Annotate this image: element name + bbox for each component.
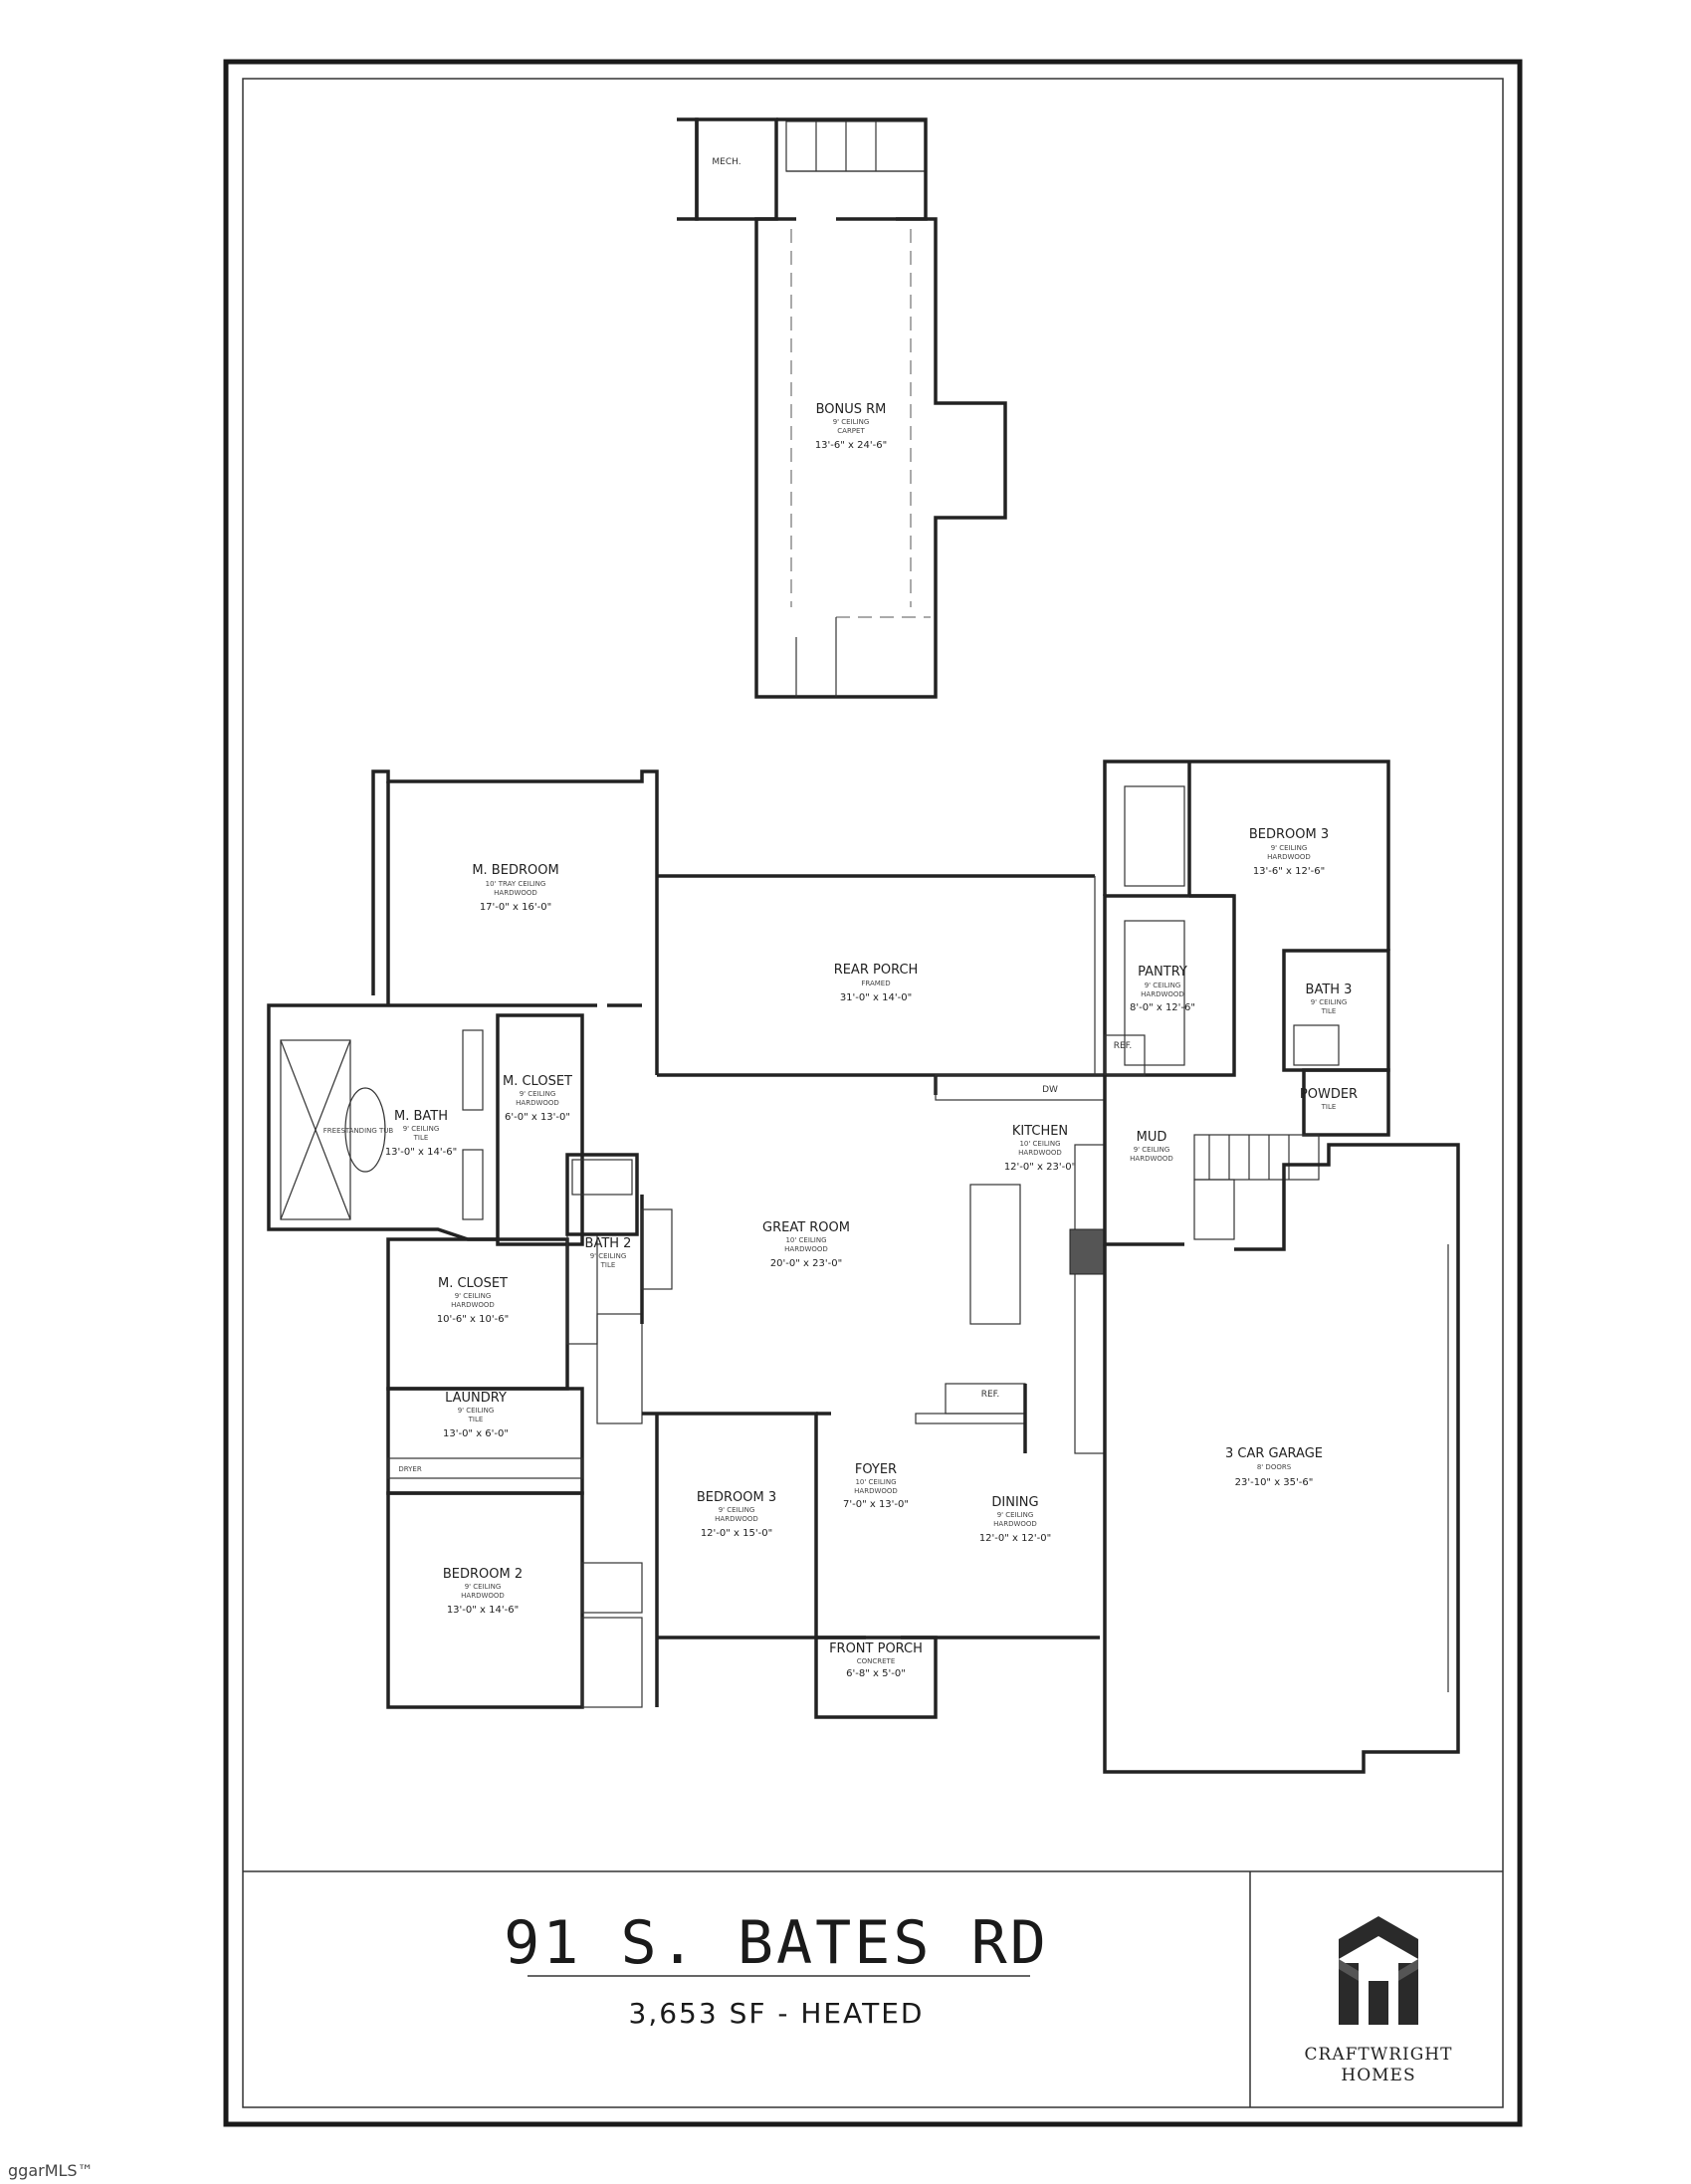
title-block: 91 S. BATES RD 3,653 SF - HEATED — [504, 1908, 1049, 2030]
front-porch-name: FRONT PORCH — [829, 1641, 923, 1656]
bedroom3-top-ceiling: 9' CEILING — [1271, 844, 1308, 852]
bath3-floor: TILE — [1321, 1007, 1337, 1015]
dining-ceiling: 9' CEILING — [997, 1511, 1034, 1519]
m-closet-low-ceiling: 9' CEILING — [455, 1292, 492, 1300]
m-bedroom-dims: 17'-0" x 16'-0" — [480, 902, 551, 913]
bedroom3-low-name: BEDROOM 3 — [697, 1490, 776, 1505]
powder-floor: TILE — [1321, 1103, 1337, 1111]
brand-name-line1: CRAFTWRIGHT — [1305, 2045, 1453, 2065]
kitchen-dims: 12'-0" x 23'-0" — [1004, 1162, 1076, 1173]
m-bedroom-floor: HARDWOOD — [494, 889, 537, 897]
kitchen-name: KITCHEN — [1012, 1124, 1068, 1139]
m-closet-top-name: M. CLOSET — [503, 1074, 572, 1089]
sheet-inner-border — [242, 78, 1504, 2108]
bedroom3-low-dims: 12'-0" x 15'-0" — [701, 1528, 772, 1539]
mech-room — [695, 117, 778, 221]
bedroom2-dims: 13'-0" x 14'-6" — [447, 1605, 519, 1616]
bonus-room-ceiling: 9' CEILING — [833, 418, 870, 426]
great-room-floor: HARDWOOD — [784, 1245, 828, 1253]
upper-floor — [677, 117, 1007, 699]
front-porch-dims: 6'-8" x 5'-0" — [846, 1668, 906, 1679]
rear-porch-dims: 31'-0" x 14'-0" — [840, 992, 912, 1003]
m-closet-low-dims: 10'-6" x 10'-6" — [437, 1314, 509, 1325]
bedroom3-top-floor: HARDWOOD — [1267, 853, 1311, 861]
dining-name: DINING — [991, 1495, 1038, 1510]
m-bedroom-name: M. BEDROOM — [472, 863, 558, 878]
pantry-ceiling: 9' CEILING — [1145, 982, 1181, 989]
bonus-room-dims: 13'-6" x 24'-6" — [815, 440, 887, 451]
m-bath-floor: TILE — [413, 1134, 429, 1142]
m-closet-low-name: M. CLOSET — [438, 1276, 508, 1291]
m-bath-name: M. BATH — [394, 1109, 448, 1124]
pantry-ref-label: REF. — [1114, 1041, 1133, 1051]
mud-floor: HARDWOOD — [1130, 1155, 1173, 1163]
mud-ceiling: 9' CEILING — [1134, 1146, 1170, 1154]
bedroom3-top-name: BEDROOM 3 — [1249, 827, 1329, 842]
bath3-ceiling: 9' CEILING — [1311, 998, 1348, 1006]
bonus-room-floor: CARPET — [837, 427, 865, 435]
garage-doors: 8' DOORS — [1257, 1463, 1292, 1471]
rear-porch-name: REAR PORCH — [834, 963, 919, 978]
m-bath-dims: 13'-0" x 14'-6" — [385, 1147, 457, 1158]
kitchen-ceiling: 10' CEILING — [1019, 1140, 1060, 1148]
pantry-floor: HARDWOOD — [1141, 990, 1184, 998]
mud-name: MUD — [1137, 1130, 1167, 1145]
laundry-floor: TILE — [468, 1416, 484, 1423]
bonus-room-walls — [754, 217, 1007, 699]
foyer-ceiling: 10' CEILING — [855, 1478, 896, 1486]
dining-dims: 12'-0" x 12'-0" — [979, 1533, 1051, 1544]
stair-landing — [785, 120, 927, 172]
m-closet-top-floor: HARDWOOD — [516, 1099, 559, 1107]
great-room-ceiling: 10' CEILING — [785, 1236, 826, 1244]
powder-name: POWDER — [1300, 1087, 1358, 1102]
garage-dims: 23'-10" x 35'-6" — [1235, 1477, 1314, 1488]
m-closet-low-floor: HARDWOOD — [451, 1301, 495, 1309]
bath3-name: BATH 3 — [1306, 983, 1353, 997]
bath2-name: BATH 2 — [585, 1236, 632, 1251]
dining-floor: HARDWOOD — [993, 1520, 1037, 1528]
rear-porch-floor: FRAMED — [861, 980, 890, 987]
bonus-room-name: BONUS RM — [816, 402, 887, 417]
laundry-dims: 13'-0" x 6'-0" — [443, 1428, 509, 1439]
mech-label: MECH. — [712, 157, 740, 167]
laundry-name: LAUNDRY — [445, 1391, 507, 1406]
kitchen-ref-label: REF. — [981, 1390, 1000, 1400]
dryer-label: DRYER — [398, 1465, 422, 1473]
foyer-floor: HARDWOOD — [854, 1487, 898, 1495]
great-room-dims: 20'-0" x 23'-0" — [770, 1258, 842, 1269]
m-bedroom-ceiling: 10' TRAY CEILING — [486, 880, 546, 888]
kitchen-floor: HARDWOOD — [1018, 1149, 1062, 1157]
foyer-name: FOYER — [855, 1462, 897, 1477]
dishwasher-label: DW — [1042, 1085, 1058, 1095]
room-labels: MECH. BONUS RM 9' CEILING CARPET 13'-6" … — [323, 157, 1358, 1679]
bedroom3-top-dims: 13'-6" x 12'-6" — [1253, 866, 1325, 877]
m-closet-top-ceiling: 9' CEILING — [520, 1090, 556, 1098]
heated-sf-label: 3,653 SF - HEATED — [629, 1997, 925, 2030]
foyer-dims: 7'-0" x 13'-0" — [843, 1499, 909, 1510]
mls-watermark: ggarMLS™ — [8, 2161, 94, 2180]
pantry-dims: 8'-0" x 12'-6" — [1130, 1002, 1195, 1013]
brand-name-line2: HOMES — [1341, 2066, 1415, 2085]
address-title: 91 S. BATES RD — [504, 1908, 1049, 1978]
craftwright-logo-icon — [1339, 1916, 1418, 2025]
freestanding-tub-label: FREESTANDING TUB — [323, 1127, 394, 1135]
garage-name: 3 CAR GARAGE — [1225, 1446, 1323, 1461]
bath2-floor: TILE — [600, 1261, 616, 1269]
m-closet-top-dims: 6'-0" x 13'-0" — [505, 1112, 570, 1123]
main-floor — [267, 760, 1460, 1774]
front-porch-floor: CONCRETE — [857, 1657, 896, 1665]
bedroom2-name: BEDROOM 2 — [443, 1567, 523, 1582]
laundry-ceiling: 9' CEILING — [458, 1407, 495, 1415]
m-bath-ceiling: 9' CEILING — [403, 1125, 440, 1133]
pantry-name: PANTRY — [1138, 965, 1187, 980]
sheet-outer-border — [223, 59, 1523, 2127]
bedroom3-low-ceiling: 9' CEILING — [719, 1506, 755, 1514]
bath2-ceiling: 9' CEILING — [590, 1252, 627, 1260]
bedroom2-floor: HARDWOOD — [461, 1592, 505, 1600]
bedroom3-low-floor: HARDWOOD — [715, 1515, 758, 1523]
great-room-name: GREAT ROOM — [762, 1220, 850, 1235]
bedroom2-ceiling: 9' CEILING — [465, 1583, 502, 1591]
